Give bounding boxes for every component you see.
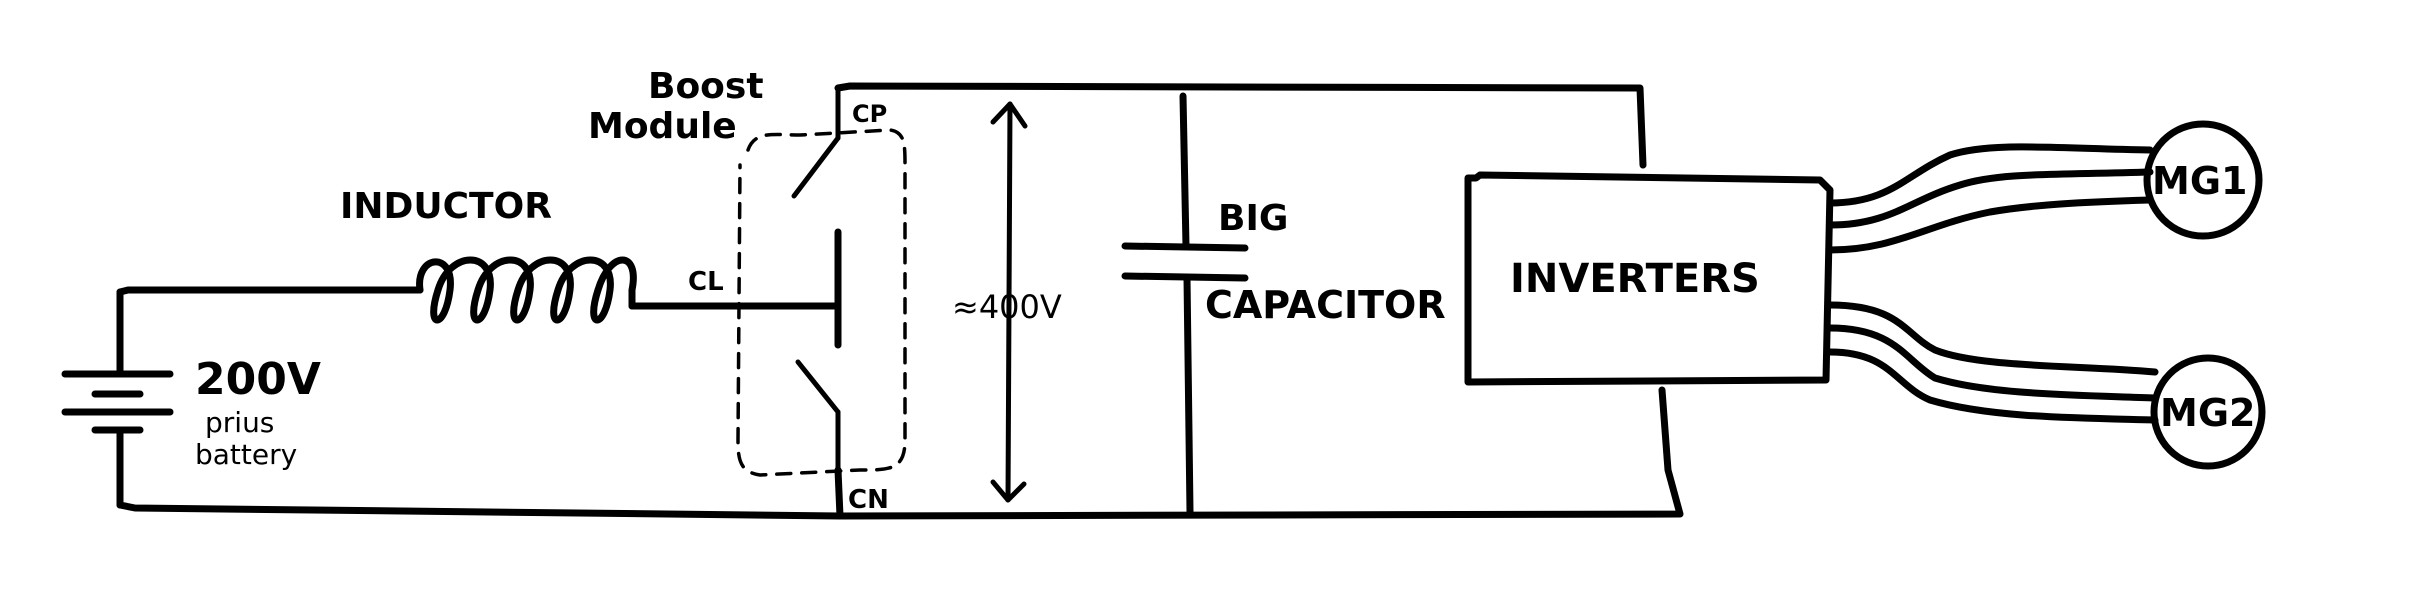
capacitor-label: CAPACITOR (1205, 283, 1446, 327)
voltage-400-label: ≈400V (952, 288, 1062, 326)
mg2-label: MG2 (2160, 391, 2255, 435)
boost-module-label-line1: Boost (648, 66, 764, 107)
mg1-wires (1826, 143, 2154, 254)
cl-label: CL (688, 267, 724, 297)
big-label: BIG (1218, 198, 1288, 239)
inductor-label: INDUCTOR (340, 186, 552, 227)
inverters-box (1464, 171, 1834, 386)
mg2-wires (1826, 301, 2159, 424)
battery-symbol (61, 288, 174, 509)
inductor-coil (416, 256, 842, 324)
cn-label: CN (848, 485, 889, 515)
boost-module-label-line2: Module (588, 106, 737, 147)
boost-module-outline (736, 128, 907, 477)
inverters-label: INVERTERS (1510, 256, 1760, 302)
mg2-motor (2150, 354, 2266, 470)
dc-rails (834, 82, 1684, 520)
battery-voltage-label: 200V (195, 354, 321, 405)
cp-label: CP (852, 100, 887, 128)
battery-name-line2: battery (195, 438, 297, 471)
big-capacitor (1121, 92, 1249, 516)
mg1-label: MG1 (2152, 159, 2247, 203)
boost-switches (791, 85, 842, 473)
voltage-arrow (990, 101, 1028, 503)
mg1-motor (2143, 120, 2263, 240)
battery-wires (116, 286, 844, 520)
battery-name-line1: prius (205, 406, 274, 439)
